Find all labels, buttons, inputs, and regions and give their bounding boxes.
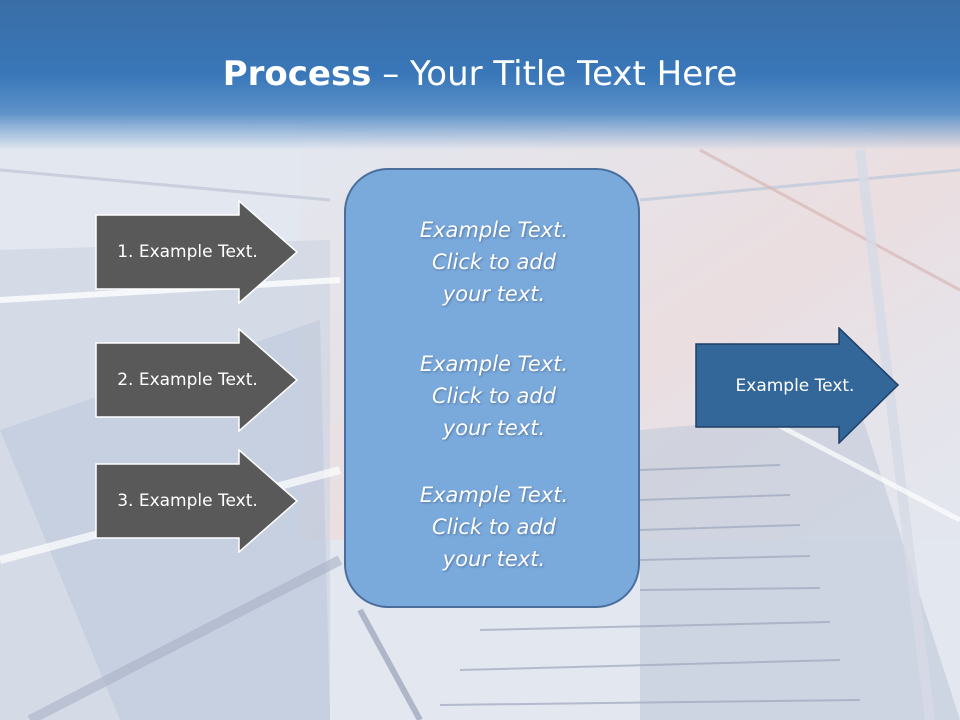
center-line: your text.: [442, 282, 546, 306]
center-line: your text.: [442, 547, 546, 571]
output-label: Example Text.: [735, 375, 855, 396]
center-text-box: Example Text. Click to add your text. Ex…: [344, 168, 640, 608]
output-arrow: Example Text.: [695, 327, 899, 444]
arrow-right-icon: [95, 328, 298, 432]
step-arrow-3: 3. Example Text.: [95, 449, 298, 553]
center-paragraph-2: Example Text. Click to add your text.: [346, 348, 642, 444]
step-label-2: 2. Example Text.: [117, 370, 258, 390]
header-band: [0, 0, 960, 150]
title-bold: Process: [222, 54, 372, 94]
step-label-1: 1. Example Text.: [117, 242, 258, 262]
center-line: your text.: [442, 416, 546, 440]
step-arrow-1: 1. Example Text.: [95, 200, 298, 304]
center-line: Click to add: [431, 250, 556, 274]
step-label-3: 3. Example Text.: [117, 491, 258, 511]
arrow-right-icon: [95, 449, 298, 553]
center-paragraph-3: Example Text. Click to add your text.: [346, 479, 642, 575]
slide-title: Process – Your Title Text Here: [0, 52, 960, 96]
center-line: Example Text.: [419, 483, 569, 507]
center-line: Click to add: [431, 384, 556, 408]
center-line: Click to add: [431, 515, 556, 539]
center-line: Example Text.: [419, 352, 569, 376]
arrow-right-icon: [95, 200, 298, 304]
arrow-right-icon: [695, 327, 899, 444]
center-line: Example Text.: [419, 218, 569, 242]
step-arrow-2: 2. Example Text.: [95, 328, 298, 432]
center-paragraph-1: Example Text. Click to add your text.: [346, 214, 642, 310]
title-rest: – Your Title Text Here: [371, 54, 738, 94]
